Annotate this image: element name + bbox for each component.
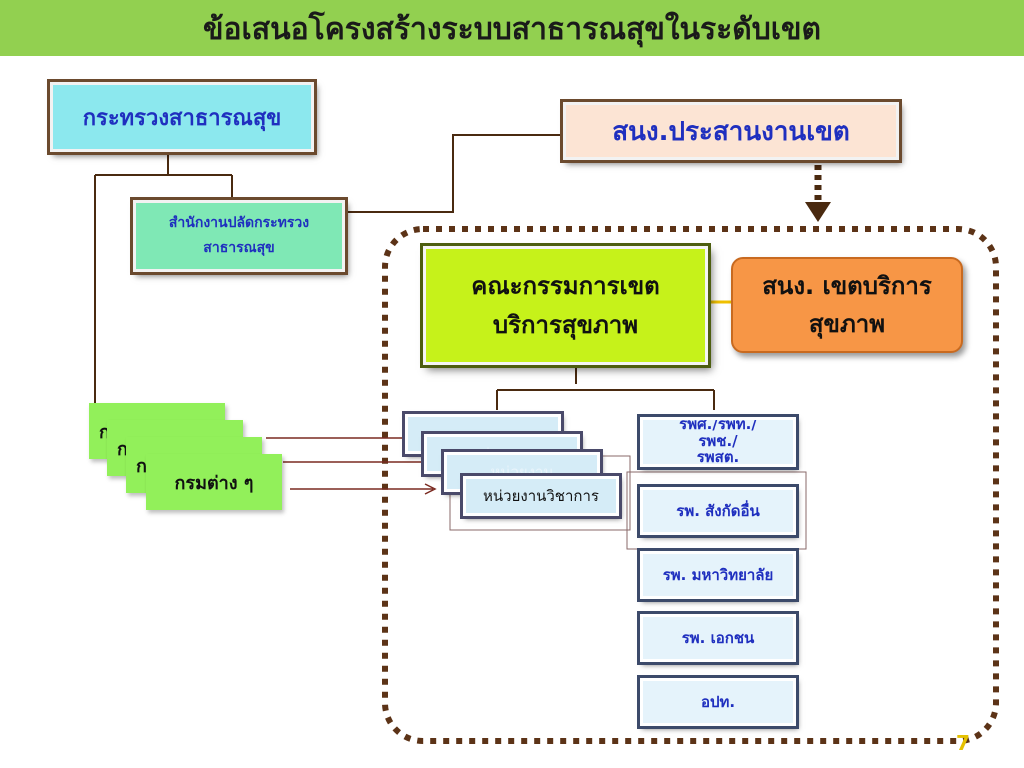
hospital-university-box: รพ. มหาวิทยาลัย xyxy=(640,551,796,599)
arrow-head xyxy=(805,202,831,222)
zone-office-box: สนง. เขตบริการ สุขภาพ xyxy=(731,257,963,353)
title-bar xyxy=(0,0,1024,56)
committee-box: คณะกรรมการเขต บริการสุขภาพ xyxy=(423,246,708,365)
committee-line1: คณะกรรมการเขต xyxy=(471,272,660,301)
hospital-moph-box: รพศ./รพท./ รพช./ รพสต. xyxy=(640,417,796,467)
local-admin-box: อปท. xyxy=(640,678,796,726)
ops-line1: สำนักงานปลัดกระทรวง xyxy=(168,214,310,231)
page-title: ข้อเสนอโครงสร้างระบบสาธารณสุขในระดับเขต xyxy=(202,12,822,47)
zone-office-line1: สนง. เขตบริการ xyxy=(762,271,932,300)
hospital-moph-line1: รพศ./รพท./ xyxy=(679,417,757,433)
region-dotted-frame xyxy=(382,226,999,744)
hospital-private-box: รพ. เอกชน xyxy=(640,614,796,662)
hospital-other-box: รพ. สังกัดอื่น xyxy=(640,487,796,535)
committee-line2: บริการสุขภาพ xyxy=(492,310,639,339)
academic-unit-box: หน่วยงานวิชาการ xyxy=(463,476,619,516)
zone-office-line2: สุขภาพ xyxy=(808,310,886,338)
ops-box: สำนักงานปลัดกระทรวง สาธารณสุข xyxy=(133,200,345,272)
page-number: 7 xyxy=(956,731,970,755)
ops-line2: สาธารณสุข xyxy=(203,240,275,256)
hospital-moph-line2: รพช./ xyxy=(698,431,738,450)
moph-box: กระทรวงสาธารณสุข xyxy=(50,82,314,152)
departments-box: กรมต่าง ๆ xyxy=(146,454,282,510)
regional-coordination-box: สนง.ประสานงานเขต xyxy=(563,102,899,160)
hospital-moph-line3: รพสต. xyxy=(696,448,740,466)
